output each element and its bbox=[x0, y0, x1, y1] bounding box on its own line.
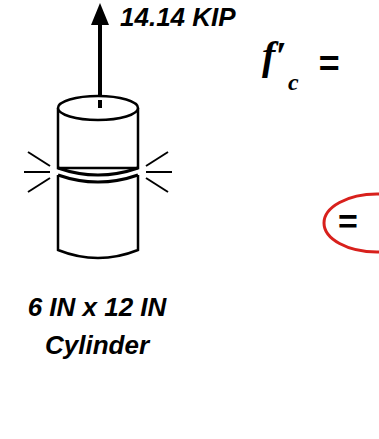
arrow-head bbox=[91, 3, 109, 25]
circled-equals: = bbox=[322, 192, 379, 241]
crack-line bbox=[58, 168, 138, 175]
crack-line bbox=[58, 175, 138, 182]
fracture-rays bbox=[24, 152, 172, 192]
specimen-label: 6 IN x 12 IN Cylinder bbox=[4, 288, 190, 364]
cylinder-body bbox=[58, 175, 138, 258]
strength-symbol: f′ bbox=[262, 36, 287, 76]
strength-subscript: c bbox=[288, 70, 299, 94]
load-arrow bbox=[98, 100, 102, 108]
equals-sign: = bbox=[318, 46, 339, 82]
highlight-ellipse: = bbox=[322, 192, 379, 254]
load-arrow bbox=[98, 22, 102, 100]
cylinder-top bbox=[58, 96, 138, 120]
load-label: 14.14 KIP bbox=[120, 4, 236, 30]
